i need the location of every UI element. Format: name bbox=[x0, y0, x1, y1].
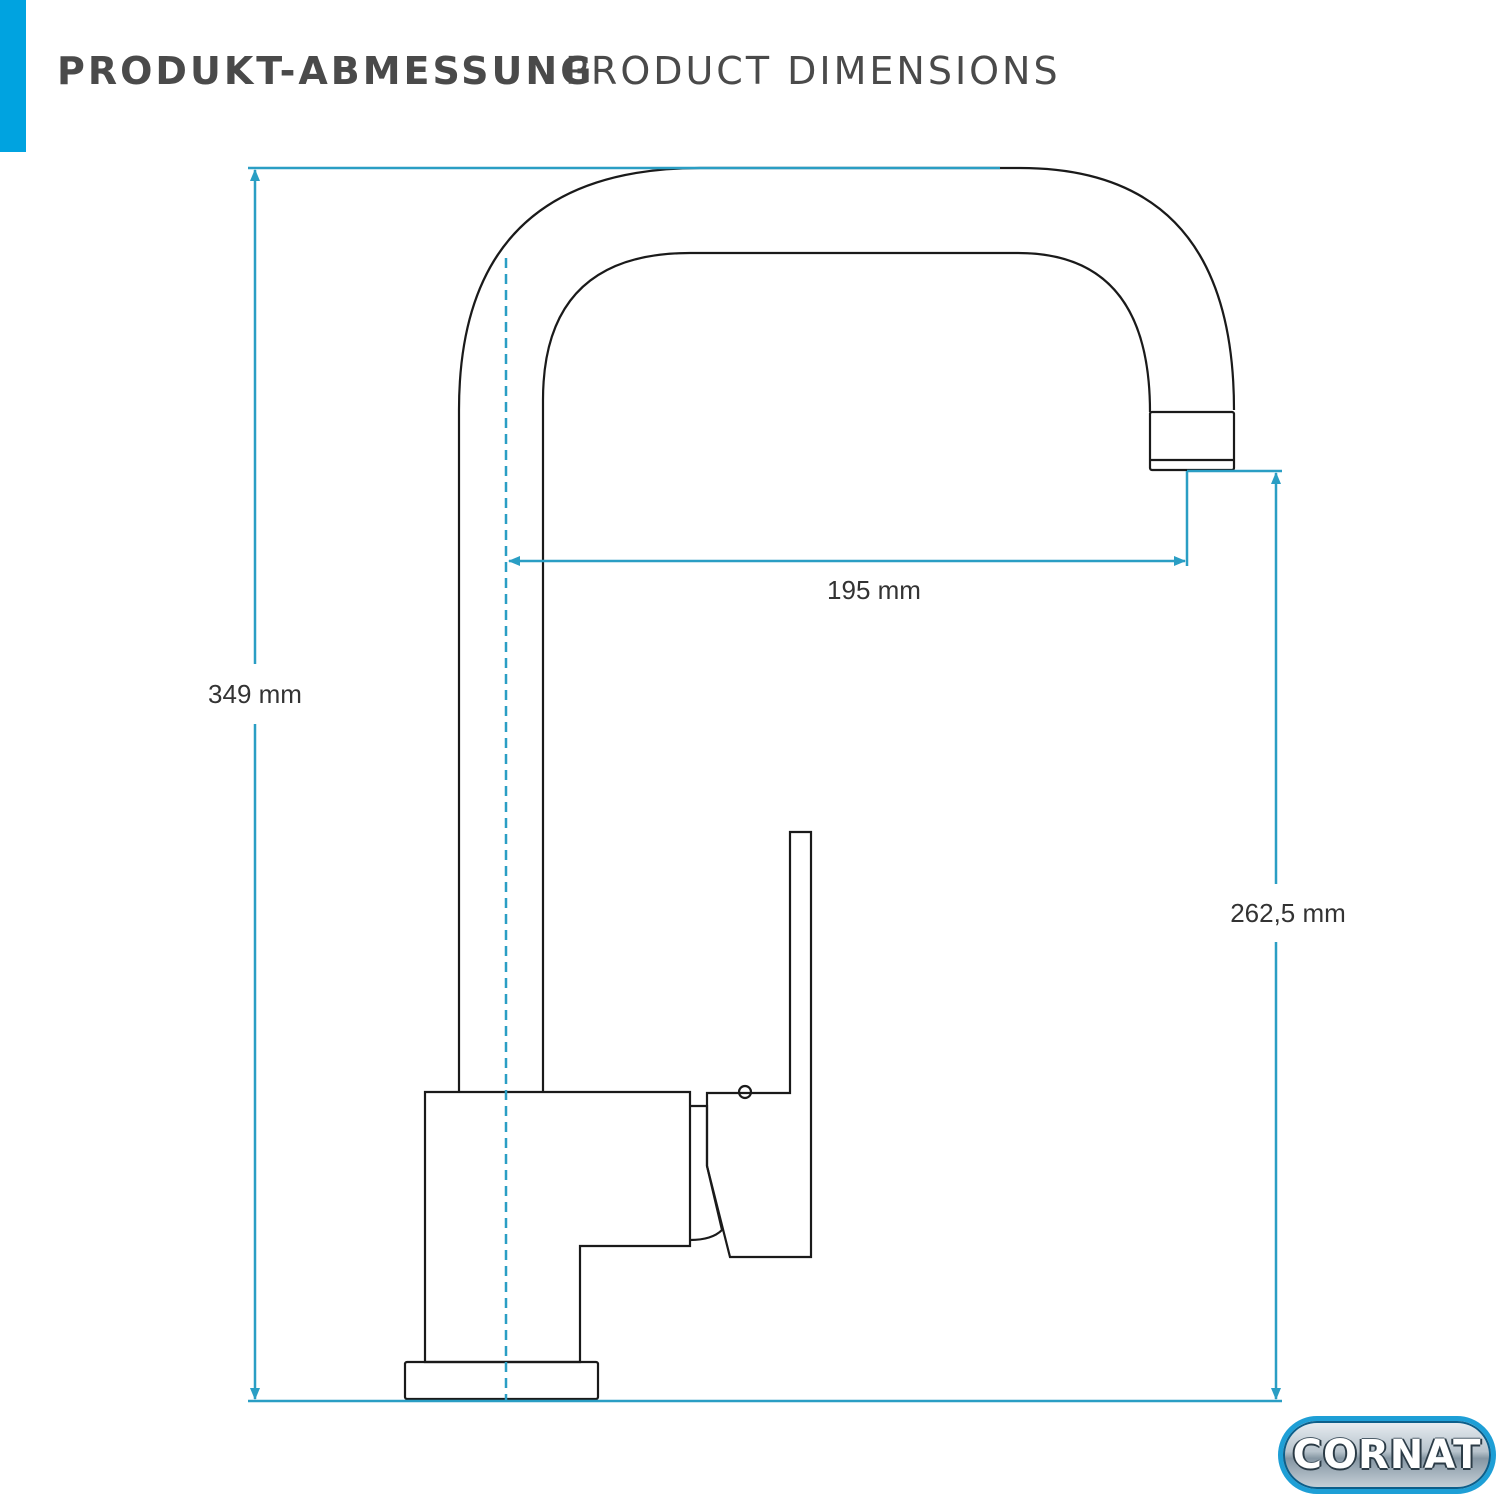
accent-bar bbox=[0, 0, 26, 152]
handle-lever bbox=[705, 830, 813, 1259]
cornat-logo: CORNAT bbox=[1278, 1416, 1496, 1494]
total-height-label: 349 mm bbox=[208, 679, 302, 709]
title-english: PRODUCT DIMENSIONS bbox=[565, 49, 1061, 93]
spout-reach-label: 195 mm bbox=[827, 575, 921, 605]
spout-outer bbox=[457, 166, 1236, 1092]
faucet-outline bbox=[403, 166, 1236, 1401]
handle-screw bbox=[737, 1084, 753, 1100]
spout-height-label: 262,5 mm bbox=[1230, 898, 1346, 928]
base-plate bbox=[403, 1360, 600, 1401]
aerator bbox=[1148, 410, 1236, 472]
spout-inner bbox=[541, 251, 1152, 1092]
faucet-body bbox=[423, 1090, 692, 1364]
dimension-lines bbox=[248, 166, 1282, 1403]
title-german: PRODUKT-ABMESSUNG bbox=[57, 49, 595, 93]
logo-wordmark: CORNAT bbox=[1292, 1432, 1482, 1478]
